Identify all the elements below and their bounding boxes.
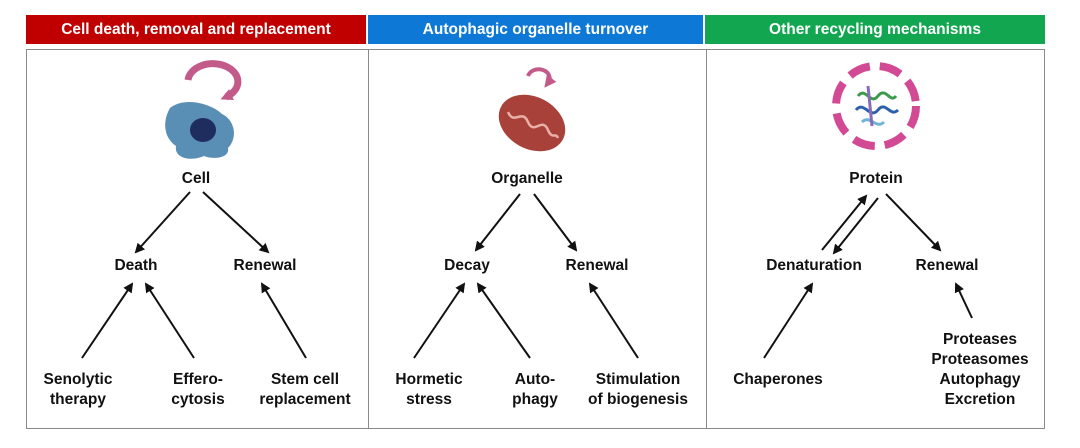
leaf-protein-removal-mechanisms: Proteases Proteasomes Autophagy Excretio… bbox=[931, 331, 1029, 408]
leaf-chaperones: Chaperones bbox=[733, 371, 823, 388]
node-cell: Cell bbox=[181, 170, 211, 187]
node-decay: Decay bbox=[444, 257, 490, 274]
node-renewal-organelle: Renewal bbox=[565, 257, 629, 274]
node-denaturation: Denaturation bbox=[766, 257, 862, 274]
leaf-hormetic-stress: Hormetic stress bbox=[395, 371, 463, 408]
panel-cell bbox=[26, 49, 369, 429]
header-cell-death: Cell death, removal and replacement bbox=[26, 15, 366, 44]
leaf-senolytic-therapy: Senolytic therapy bbox=[43, 371, 113, 408]
leaf-efferocytosis: Effero- cytosis bbox=[171, 371, 225, 408]
header-other-recycling: Other recycling mechanisms bbox=[705, 15, 1045, 44]
node-organelle: Organelle bbox=[491, 170, 563, 187]
node-renewal-cell: Renewal bbox=[233, 257, 297, 274]
leaf-autophagy: Auto- phagy bbox=[512, 371, 558, 408]
node-death: Death bbox=[114, 257, 158, 274]
leaf-stimulation-of-biogenesis: Stimulation of biogenesis bbox=[588, 371, 688, 408]
leaf-stem-cell-replacement: Stem cell replacement bbox=[259, 371, 351, 408]
header-organelle-turnover: Autophagic organelle turnover bbox=[368, 15, 703, 44]
panel-protein bbox=[706, 49, 1045, 429]
node-protein: Protein bbox=[849, 170, 903, 187]
panel-organelle bbox=[368, 49, 707, 429]
node-renewal-protein: Renewal bbox=[915, 257, 979, 274]
